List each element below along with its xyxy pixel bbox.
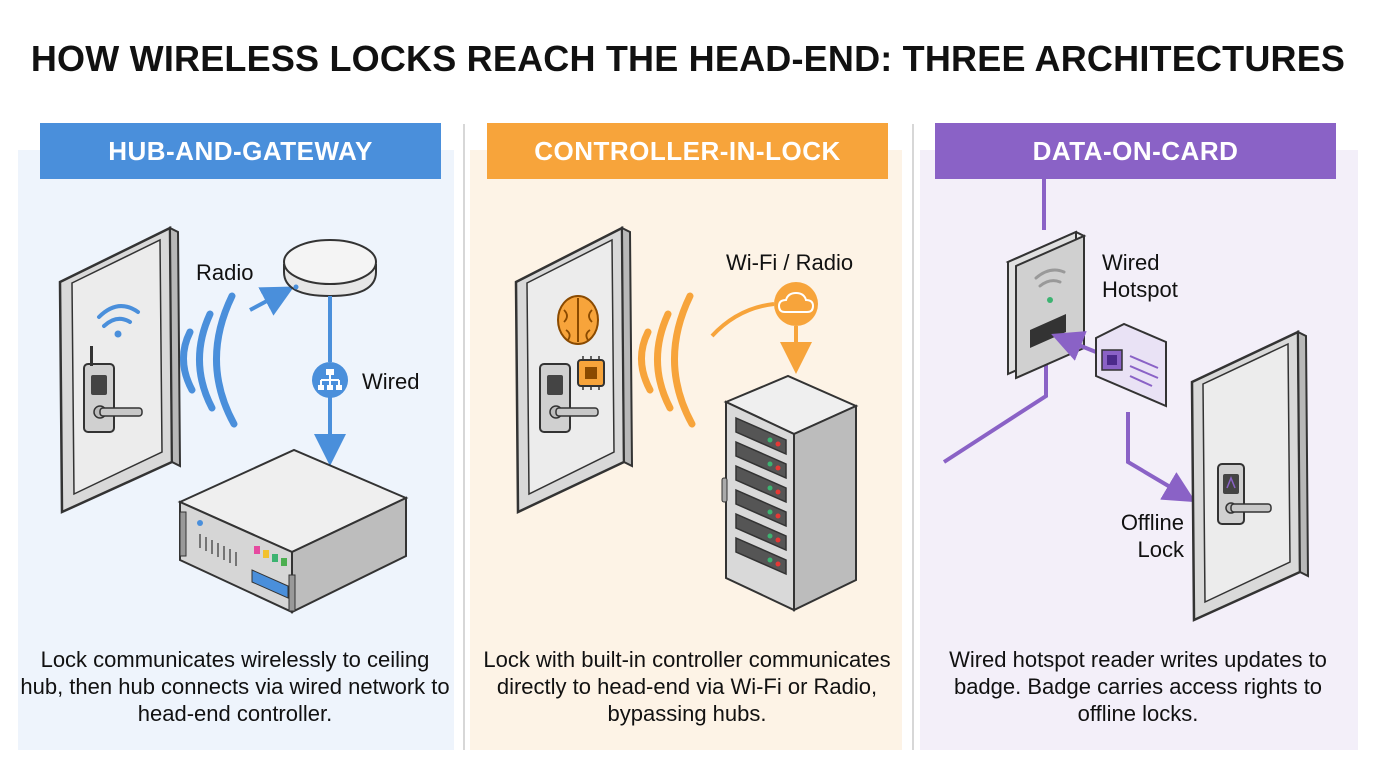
server-rack-icon xyxy=(721,374,859,612)
offline-lock-label: Offline Lock xyxy=(1120,510,1184,562)
radio-arrow xyxy=(249,286,295,316)
panel-divider xyxy=(463,124,465,750)
radio-label: Radio xyxy=(196,260,254,285)
radio-waves xyxy=(180,292,238,428)
gateway-controller-icon xyxy=(177,448,409,614)
hub-and-gateway-heading: HUB-AND-GATEWAY xyxy=(40,123,441,179)
wired-hotspot-label: Wired Hotspot xyxy=(1102,250,1178,302)
wireless-link xyxy=(710,302,775,338)
data-on-card-heading: DATA-ON-CARD xyxy=(935,123,1336,179)
card-write-arrow xyxy=(1051,331,1097,361)
ceiling-hub-icon xyxy=(283,239,377,298)
radio-waves xyxy=(638,292,696,428)
lock-reader-icon xyxy=(539,363,599,433)
wired-label: Wired xyxy=(362,369,420,394)
offline-lock-icon xyxy=(1217,463,1272,525)
page-title: HOW WIRELESS LOCKS REACH THE HEAD-END: T… xyxy=(30,38,1346,79)
door-icon xyxy=(514,225,634,514)
wifi-icon xyxy=(97,304,140,338)
hub-and-gateway-description: Lock communicates wirelessly to ceiling … xyxy=(20,647,450,726)
panel-divider xyxy=(912,124,914,750)
badge-card-icon xyxy=(1095,322,1167,408)
data-on-card-description: Wired hotspot reader writes updates to b… xyxy=(949,647,1327,726)
door-icon xyxy=(58,226,182,514)
card-carry-arrow xyxy=(1126,412,1196,503)
chip-icon xyxy=(577,356,605,390)
controller-in-lock-description: Lock with built-in controller communicat… xyxy=(483,647,891,726)
brain-icon xyxy=(557,295,599,345)
cloud-icon xyxy=(774,282,818,326)
network-icon xyxy=(312,362,348,398)
controller-in-lock-heading: CONTROLLER-IN-LOCK xyxy=(487,123,888,179)
wired-network-line xyxy=(942,360,1048,464)
lock-reader-icon xyxy=(83,346,143,433)
door-icon xyxy=(1190,330,1310,622)
hotspot-reader-icon xyxy=(1005,230,1087,380)
wifi-radio-label: Wi-Fi / Radio xyxy=(726,250,854,275)
